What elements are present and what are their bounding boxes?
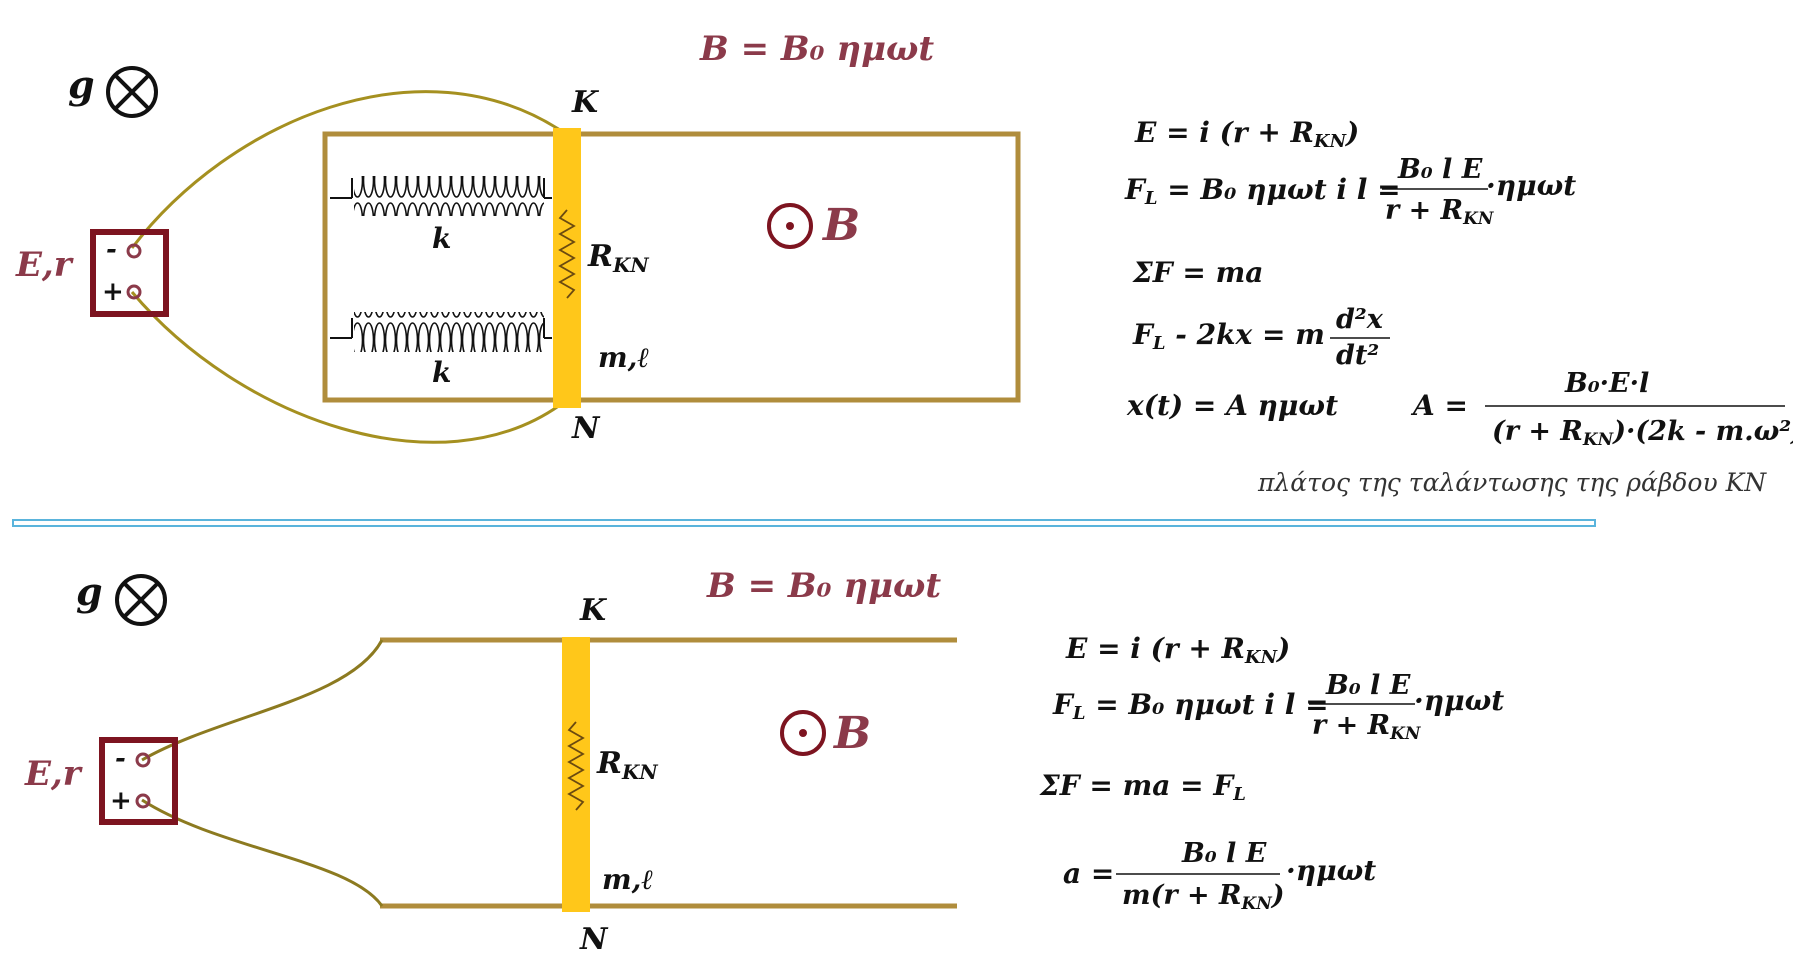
top-battery-plus-terminal <box>126 284 142 300</box>
top-spring-lower <box>330 312 552 352</box>
bottom-label-N: N <box>579 922 609 957</box>
bottom-battery-label: E,r <box>24 754 83 794</box>
bottom-eq4-denominator: m(r + RKN) <box>1122 880 1285 914</box>
gravity-into-page-icon <box>106 66 158 118</box>
top-eq2-numerator: B₀ l E <box>1397 154 1483 185</box>
top-battery-label: E,r <box>15 245 74 285</box>
bottom-resistor-label: RKN <box>596 746 658 784</box>
field-out-of-page-icon <box>780 710 826 756</box>
top-diagram: g B = B₀ ημωt k k <box>15 29 1793 497</box>
top-label-K: K <box>571 85 600 120</box>
top-battery-minus: - <box>106 235 117 265</box>
field-out-of-page-icon <box>767 203 813 249</box>
bottom-eq2-tail: ·ημωt <box>1414 684 1504 717</box>
gravity-into-page-icon <box>115 574 167 626</box>
top-eq2: FL = B₀ ημωt i l = <box>1124 173 1401 209</box>
top-eq3: ΣF = ma <box>1132 256 1263 289</box>
top-eq6-numerator: B₀·E·l <box>1564 368 1649 399</box>
top-wire-upper <box>130 90 561 249</box>
top-resistor-label: RKN <box>587 239 649 277</box>
bottom-eq2-numerator: B₀ l E <box>1325 670 1411 701</box>
resistor-zigzag-icon <box>567 721 585 811</box>
top-field-title: B = B₀ ημωt <box>699 29 934 69</box>
top-eq2-tail: ·ημωt <box>1486 169 1576 202</box>
top-eq2-denominator: r + RKN <box>1385 195 1495 229</box>
bottom-diagram: g B = B₀ ημωt K N RKN m,ℓ - + E,r B <box>24 566 1504 957</box>
bottom-battery-plus-terminal <box>135 793 151 809</box>
top-label-N: N <box>571 411 601 446</box>
top-spring-upper <box>330 176 552 216</box>
spring-coil-icon <box>354 176 544 216</box>
bottom-battery <box>99 737 178 825</box>
top-eq1: E = i (r + RKN) <box>1134 116 1359 152</box>
top-rails-frame <box>322 131 1021 403</box>
top-eq4-numerator: d²x <box>1336 304 1384 335</box>
top-mass-length-label: m,ℓ <box>598 341 649 374</box>
bottom-field-label: B <box>832 708 871 759</box>
section-divider <box>12 519 1596 527</box>
spring-coil-icon <box>354 312 544 352</box>
top-eq6-denominator: (r + RKN)·(2k - m.ω²) <box>1492 416 1793 450</box>
top-g-label: g <box>68 62 95 107</box>
resistor-zigzag-icon <box>558 209 576 299</box>
top-eq5: x(t) = A ημωt <box>1126 389 1338 422</box>
bottom-eq2: FL = B₀ ημωt i l = <box>1052 688 1329 724</box>
top-equations: E = i (r + RKN) FL = B₀ ημωt i l = B₀ l … <box>1124 116 1793 497</box>
bottom-field-title: B = B₀ ημωt <box>706 566 941 606</box>
bottom-battery-plus: + <box>110 786 132 816</box>
top-eq4-denominator: dt² <box>1336 340 1379 371</box>
bottom-mass-length-label: m,ℓ <box>602 863 653 896</box>
bottom-battery-minus: - <box>115 744 126 774</box>
top-eq4: FL - 2kx = m <box>1132 318 1325 354</box>
top-rod-KN <box>553 128 581 408</box>
top-battery <box>90 229 169 317</box>
bottom-eq4-left: a = <box>1063 857 1114 890</box>
bottom-eq2-denominator: r + RKN <box>1312 710 1422 744</box>
bottom-label-K: K <box>579 593 608 628</box>
top-amplitude-note: πλάτος της ταλάντωσης της ράβδου ΚΝ <box>1257 468 1767 497</box>
bottom-g-label: g <box>76 569 103 614</box>
bottom-equations: E = i (r + RKN) FL = B₀ ημωt i l = B₀ l … <box>1039 632 1504 914</box>
top-battery-plus: + <box>102 277 124 307</box>
top-spring-k-lower: k <box>432 356 451 389</box>
top-eq6-left: A = <box>1410 389 1468 422</box>
bottom-battery-minus-terminal <box>135 752 151 768</box>
bottom-eq4-tail: ·ημωt <box>1286 854 1376 887</box>
bottom-eq3: ΣF = ma = FL <box>1039 769 1246 805</box>
bottom-eq1: E = i (r + RKN) <box>1065 632 1290 668</box>
top-battery-minus-terminal <box>126 243 142 259</box>
bottom-eq4-numerator: B₀ l E <box>1181 838 1267 869</box>
top-wire-lower <box>130 291 561 444</box>
top-field-label: B <box>821 200 860 251</box>
top-spring-k-upper: k <box>432 222 451 255</box>
